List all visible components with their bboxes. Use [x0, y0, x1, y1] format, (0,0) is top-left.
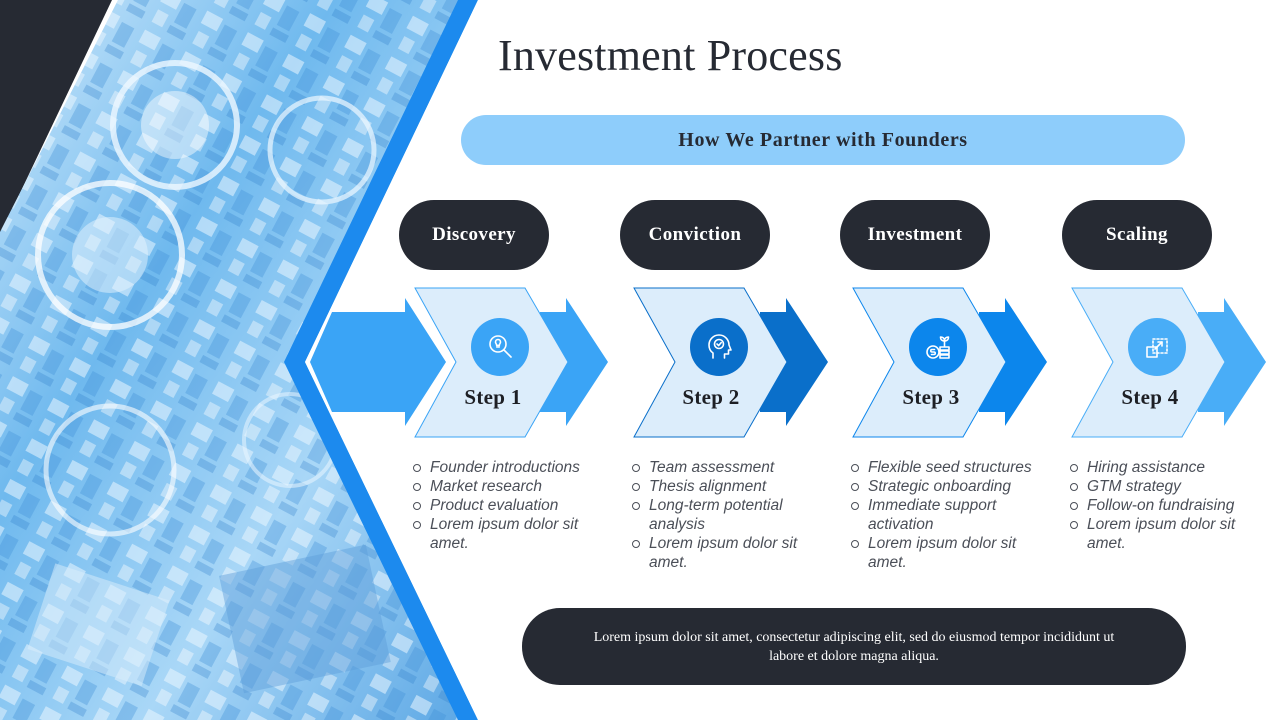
phase-pill-discovery: Discovery — [399, 200, 549, 270]
list-item: Follow-on fundraising — [1069, 496, 1257, 515]
list-item: Lorem ipsum dolor sit amet. — [631, 534, 819, 572]
list-item: Immediate support activation — [850, 496, 1038, 534]
list-item: Long-term potential analysis — [631, 496, 819, 534]
footer-note: Lorem ipsum dolor sit amet, consectetur … — [522, 608, 1186, 685]
long-arrow — [310, 298, 446, 426]
phase-pill-conviction: Conviction — [620, 200, 770, 270]
list-item: Flexible seed structures — [850, 458, 1038, 477]
step-label-1: Step 1 — [464, 385, 522, 409]
list-item: Lorem ipsum dolor sit amet. — [412, 515, 600, 553]
list-item: Market research — [412, 477, 600, 496]
dark-corner-stripe — [0, 0, 112, 235]
coin-growth-icon — [909, 318, 967, 376]
step-2-bullets: Team assessment Thesis alignment Long-te… — [631, 458, 819, 572]
step-2-back-arrow — [760, 298, 828, 426]
scale-up-icon — [1128, 318, 1186, 376]
step-4-bullets: Hiring assistance GTM strategy Follow-on… — [1069, 458, 1257, 553]
list-item: Product evaluation — [412, 496, 600, 515]
list-item: Team assessment — [631, 458, 819, 477]
step-4-back-arrow — [1198, 298, 1266, 426]
list-item: Lorem ipsum dolor sit amet. — [1069, 515, 1257, 553]
head-check-icon — [690, 318, 748, 376]
step-1-bullets: Founder introductions Market research Pr… — [412, 458, 600, 553]
step-label-4: Step 4 — [1121, 385, 1179, 409]
list-item: Hiring assistance — [1069, 458, 1257, 477]
step-1-back-arrow — [540, 298, 608, 426]
list-item: Thesis alignment — [631, 477, 819, 496]
step-3-back-arrow — [979, 298, 1047, 426]
step-3-bullets: Flexible seed structures Strategic onboa… — [850, 458, 1038, 572]
list-item: GTM strategy — [1069, 477, 1257, 496]
phase-pill-investment: Investment — [840, 200, 990, 270]
step-label-2: Step 2 — [682, 385, 740, 409]
list-item: Founder introductions — [412, 458, 600, 477]
step-label-3: Step 3 — [902, 385, 960, 409]
list-item: Lorem ipsum dolor sit amet. — [850, 534, 1038, 572]
idea-search-icon — [471, 318, 529, 376]
phase-pill-scaling: Scaling — [1062, 200, 1212, 270]
list-item: Strategic onboarding — [850, 477, 1038, 496]
subtitle-banner: How We Partner with Founders — [461, 115, 1185, 165]
page-title: Investment Process — [498, 31, 843, 80]
